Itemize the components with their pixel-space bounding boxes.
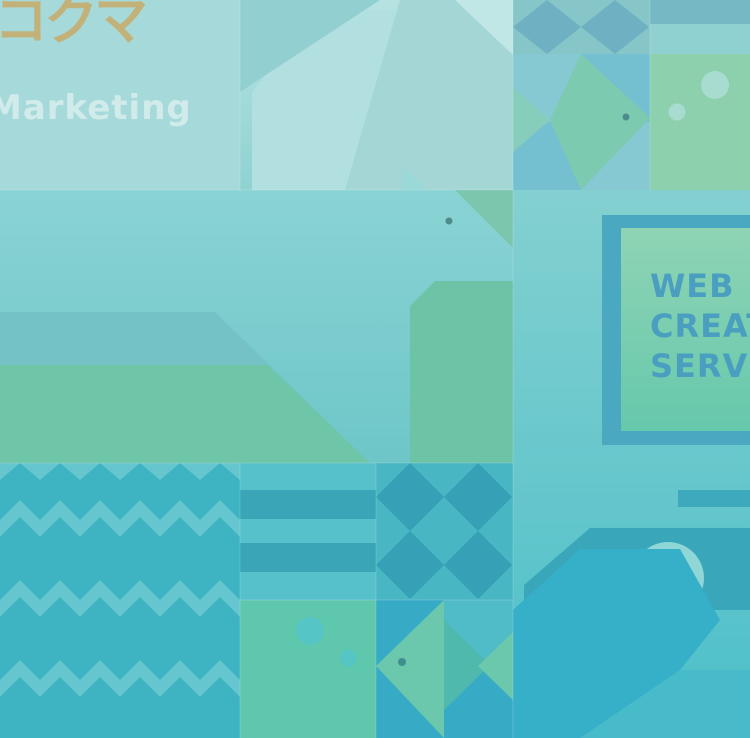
mountain-peak <box>345 0 513 190</box>
fish-body <box>376 600 444 738</box>
zigzag-pattern <box>0 463 240 697</box>
fish-tail <box>444 620 490 710</box>
logo-kana-text: コクマ <box>0 0 148 52</box>
bubble <box>339 649 357 667</box>
bubble <box>701 71 729 99</box>
tree-shape <box>410 281 513 463</box>
fish-tail <box>513 88 550 152</box>
sign-board <box>621 228 750 431</box>
shark-fin <box>455 190 513 248</box>
shark-dorsal <box>402 166 428 190</box>
tile-seams <box>0 0 651 738</box>
logo-subtitle: Marketing <box>0 88 192 128</box>
fish-body <box>550 54 650 190</box>
sky-highlight <box>455 0 513 55</box>
sign-line-2: CREAT <box>650 307 750 345</box>
stripe-bar <box>650 0 750 24</box>
sign-text: WEB CREAT SERVIC <box>650 266 750 386</box>
sign-line-3: SERVIC <box>650 347 750 385</box>
stripe-bar <box>240 543 376 572</box>
sign-line-1: WEB <box>650 267 735 305</box>
stripe-bar <box>240 490 376 519</box>
camera-top-bar <box>678 490 750 507</box>
shark-eye <box>445 217 453 225</box>
bubble <box>296 617 324 645</box>
diamond-pattern <box>376 463 512 599</box>
diamond-shape <box>581 0 649 54</box>
bubble <box>668 103 686 121</box>
mountain-shadow <box>240 0 380 92</box>
hill-grass <box>0 365 370 463</box>
stripe-tile-bg <box>240 463 376 600</box>
wave-shape <box>580 670 750 738</box>
fish-eye <box>622 113 630 121</box>
logo-tile-bg <box>0 0 240 190</box>
diamond-shape <box>513 0 581 54</box>
fish-eye <box>398 658 406 666</box>
bubble-tile-bg <box>650 54 750 190</box>
fish-body <box>478 632 513 700</box>
